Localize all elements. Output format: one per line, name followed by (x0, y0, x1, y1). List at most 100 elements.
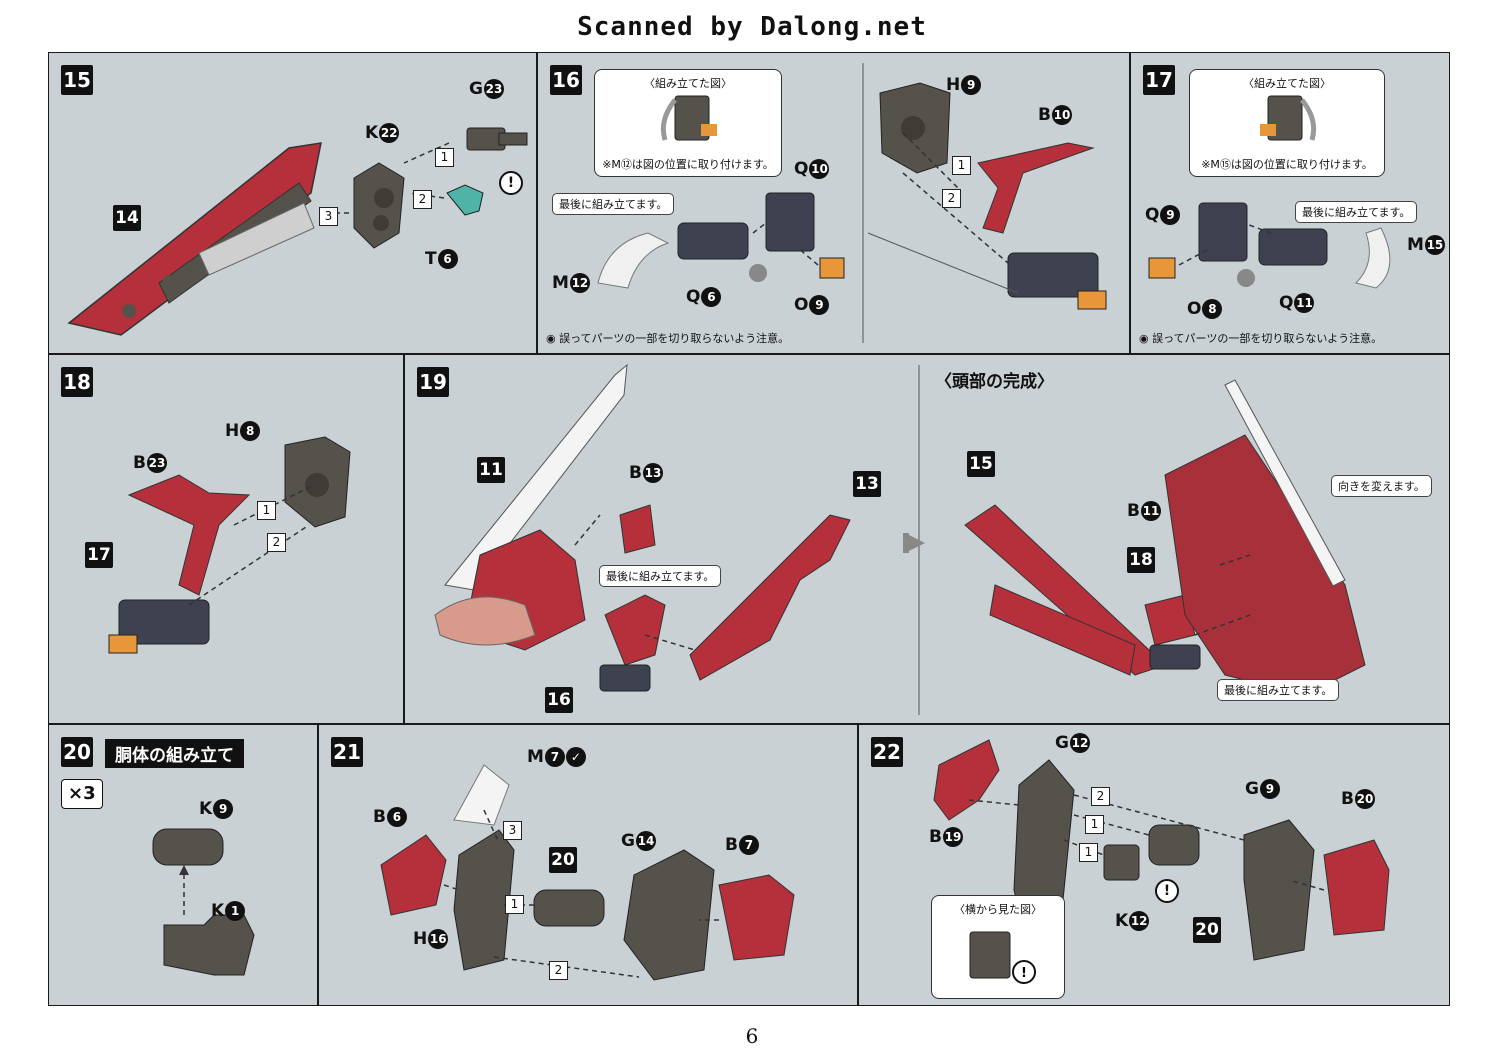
part-number: 12 (1069, 733, 1090, 753)
torso-assembly-title: 胴体の組み立て (105, 739, 244, 768)
part-letter: Q (794, 159, 809, 179)
order-marker-3: 3 (319, 207, 338, 226)
assemble-last-note: 最後に組み立てます。 (599, 565, 722, 587)
part-letter: M (552, 273, 569, 293)
quantity-multiplier: ×3 (61, 779, 103, 809)
part-number: 10 (1051, 105, 1072, 125)
part-letter: G (621, 831, 635, 851)
part-letter: G (1245, 779, 1259, 799)
part-number: 6 (437, 249, 458, 269)
subassembly-15-badge: 15 (967, 451, 995, 477)
order-marker-2: 2 (549, 961, 568, 980)
svg-text:!: ! (1021, 966, 1027, 981)
part-letter: B (1038, 105, 1051, 125)
callout-note: ※M⑮は図の位置に取り付けます。 (1201, 158, 1373, 171)
part-number: 1 (225, 901, 246, 921)
part-letter: Q (1279, 293, 1294, 313)
step-badge: 21 (331, 737, 363, 767)
step-badge: 20 (61, 737, 93, 767)
order-marker-2: 2 (413, 190, 432, 209)
part-number: 7 (544, 747, 565, 767)
part-number: 11 (1140, 501, 1161, 521)
part-number: 9 (961, 75, 982, 95)
order-marker-1: 1 (435, 148, 454, 167)
part-number: 9 (809, 295, 830, 315)
part-letter: O (1187, 299, 1202, 319)
subassembly-18-badge: 18 (1127, 547, 1155, 573)
order-marker-2: 2 (942, 189, 961, 208)
subassembly-16-badge: 16 (545, 687, 573, 713)
warning-icon: ! (1155, 879, 1179, 903)
step-badge: 19 (417, 367, 449, 397)
order-marker-1: 1 (257, 501, 276, 520)
order-marker-2: 2 (1091, 787, 1110, 806)
order-marker-3: 3 (503, 821, 522, 840)
order-marker-1: 1 (1085, 815, 1104, 834)
step-badge: 16 (550, 65, 582, 95)
assembled-thumbnail (660, 95, 717, 141)
assembled-view-callout: 〈組み立てた図〉 ※M⑮は図の位置に取り付けます。 (1189, 69, 1385, 177)
step-21-illustration (380, 764, 795, 981)
assembled-view-callout: 〈組み立てた図〉 ※M⑫は図の位置に取り付けます。 (594, 69, 782, 177)
part-number: 9 (1160, 205, 1181, 225)
step-badge: 22 (871, 737, 903, 767)
nipper-icon: ◉ (1139, 332, 1149, 345)
part-letter: B (629, 463, 642, 483)
part-number: 14 (635, 831, 656, 851)
part-number: 16 (428, 929, 449, 949)
part-number: 12 (1129, 911, 1150, 931)
turn-around-note: 向きを変えます。 (1331, 475, 1432, 497)
step-17-illustration (1148, 202, 1391, 289)
subassembly-20-badge: 20 (549, 847, 577, 873)
order-marker-2: 2 (267, 533, 286, 552)
subassembly-17-badge: 17 (85, 542, 113, 568)
caution-text: ◉ 誤ってパーツの一部を切り取らないよう注意。 (1139, 332, 1383, 345)
part-number: 6 (386, 807, 407, 827)
step-16-panel: 16 〈組み立てた図〉 ※M⑫は図の位置に取り付けます。 最後に組み立てます。 … (537, 52, 1130, 354)
part-letter: B (725, 835, 738, 855)
part-number: 8 (240, 421, 261, 441)
side-view-thumbnail: ! (969, 931, 1036, 984)
part-letter: K (211, 901, 225, 921)
part-letter: K (365, 123, 379, 143)
part-letter: K (1115, 911, 1129, 931)
part-number: 22 (379, 123, 400, 143)
assemble-last-note-2: 最後に組み立てます。 (1217, 679, 1340, 701)
nipper-icon: ◉ (546, 332, 556, 345)
subassembly-13-badge: 13 (853, 471, 881, 497)
part-letter: B (373, 807, 386, 827)
step-15-illustration (67, 127, 528, 336)
step-badge: 18 (61, 367, 93, 397)
step-20-illustration (152, 828, 255, 976)
part-number: 23 (146, 453, 167, 473)
callout-title: 〈組み立てた図〉 (1243, 77, 1331, 90)
assembled-thumbnail (1260, 95, 1317, 141)
subassembly-20-badge: 20 (1193, 917, 1221, 943)
step-badge: 15 (61, 65, 93, 95)
part-letter: B (929, 827, 942, 847)
order-marker-1: 1 (505, 895, 524, 914)
